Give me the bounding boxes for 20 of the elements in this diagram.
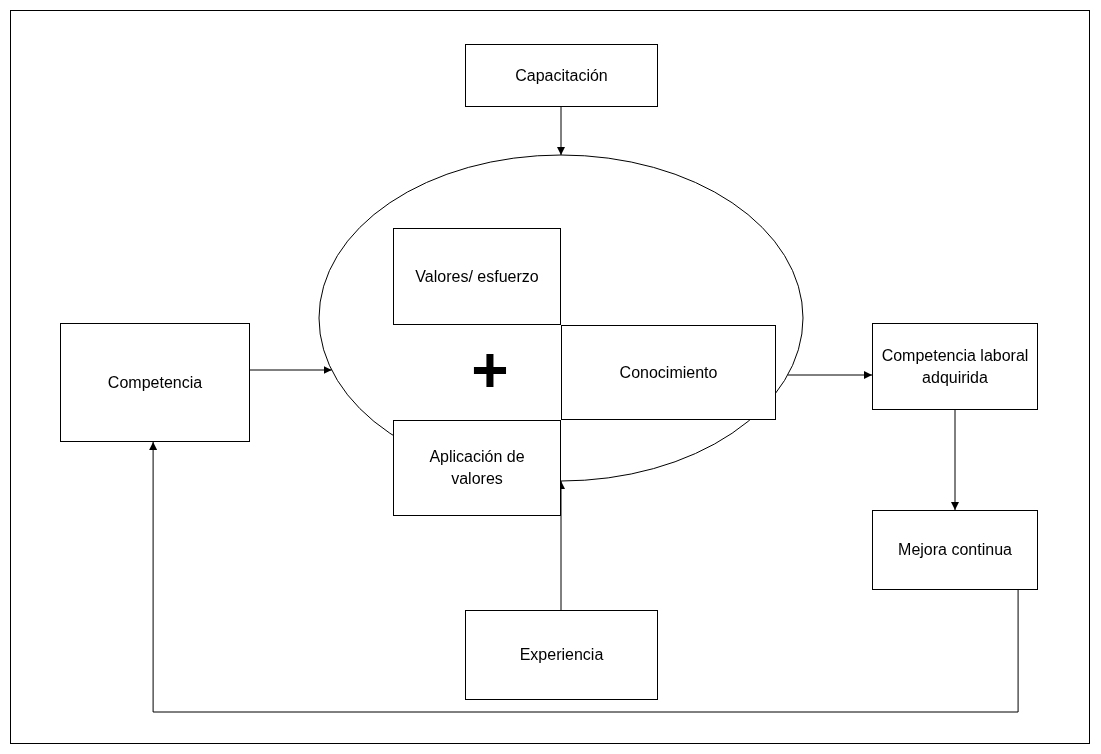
process-box <box>465 44 658 107</box>
arrow <box>951 409 959 511</box>
process-box <box>872 323 1038 410</box>
box-text: Capacitación <box>515 65 608 86</box>
box-text: Mejora continua <box>898 540 1012 561</box>
box-text: Conocimiento <box>619 362 718 383</box>
arrow <box>557 106 565 156</box>
plus-sign: + <box>470 335 510 405</box>
process-box <box>465 610 658 700</box>
box-text: Competencia <box>107 372 203 393</box>
arrow <box>787 371 873 379</box>
box-text: Competencia laboral adquirida <box>881 345 1029 388</box>
box-text: Valores/ esfuerzo <box>415 266 539 287</box>
box-text: Aplicación de valores <box>428 447 526 489</box>
process-box <box>60 323 250 442</box>
arrow <box>249 366 333 374</box>
box-text: Experiencia <box>519 645 604 666</box>
arrow <box>149 441 1019 713</box>
process-box <box>393 420 561 516</box>
process-box <box>872 510 1038 590</box>
